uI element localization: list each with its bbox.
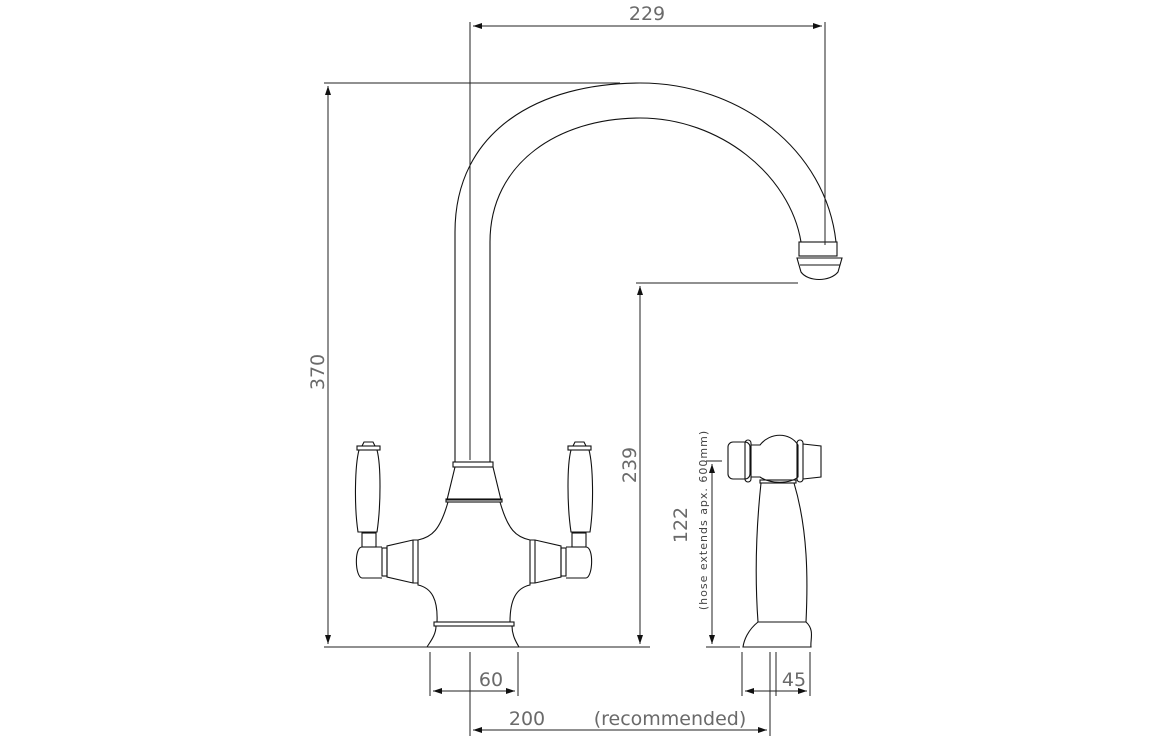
dim-spray-height: 122 [670,507,692,543]
dim-spout-reach: 229 [629,3,665,25]
spray-hose-note: (hose extends apx. 600mm) [697,430,710,610]
dim-spray-base-diameter: 45 [782,669,806,691]
dim-spout-clearance: 239 [619,447,641,483]
dim-overall-height: 370 [307,354,329,390]
dimension-lines [324,22,826,736]
dim-base-diameter: 60 [479,669,503,691]
tap-body [354,441,594,648]
dim-tap-hole-spacing-note: (recommended) [594,708,747,730]
hand-spray [727,434,822,648]
tap-spout [454,82,843,462]
dim-tap-hole-spacing: 200 [509,708,545,730]
